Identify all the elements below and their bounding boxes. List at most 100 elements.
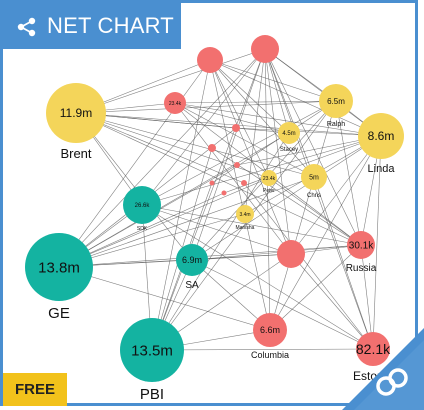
edge-ge-r1 — [58, 59, 211, 268]
edge-pbi-r1 — [151, 59, 211, 351]
share-icon — [17, 17, 36, 37]
node-circle-columbia[interactable] — [253, 313, 287, 347]
edge-sdk-estonia — [141, 204, 374, 350]
edge-estonia-russia — [360, 244, 374, 350]
node-circle-r2[interactable] — [251, 35, 279, 63]
node-value-estonia: 82.1k — [356, 341, 391, 357]
node-value-ralph: 6.5m — [327, 97, 345, 106]
edge-ge-russia — [58, 244, 362, 268]
node-circle-r8[interactable] — [209, 180, 215, 186]
node-circle-russia[interactable] — [347, 231, 375, 259]
edge-brent-sa — [75, 112, 193, 261]
node-r9[interactable] — [221, 190, 227, 196]
node-circle-sdk[interactable] — [123, 186, 161, 224]
node-label-stacey: Stacey — [280, 147, 298, 153]
node-label-pbi: PBI — [140, 386, 164, 403]
edge-columbia-russia — [269, 244, 362, 331]
node-value-stacey: 4.5m — [282, 131, 295, 137]
node-label-russia: Russia — [346, 263, 377, 274]
edge-sa-r2 — [191, 48, 266, 261]
node-circle-r1[interactable] — [197, 47, 223, 73]
node-label-peter: Peter — [263, 188, 275, 194]
node-circle-peter[interactable] — [261, 170, 277, 186]
edge-sdk-linda — [141, 135, 382, 206]
node-circle-r4[interactable] — [232, 124, 240, 132]
node-r4[interactable] — [232, 124, 240, 132]
edge-sdk-russia — [141, 204, 362, 246]
edge-pbi-estonia — [151, 348, 374, 351]
node-value-pbi: 13.5m — [131, 342, 173, 359]
edge-r9-linda — [223, 135, 382, 194]
node-circle-n23[interactable] — [164, 92, 186, 114]
node-value-sdk: 26.6k — [135, 203, 151, 209]
edge-r8-ralph — [211, 100, 337, 184]
node-circle-linda[interactable] — [358, 113, 404, 159]
node-r8[interactable] — [209, 180, 215, 186]
edge-brent-peter — [75, 112, 270, 179]
node-label-brent: Brent — [60, 146, 91, 161]
edge-r6-linda — [236, 135, 382, 166]
edge-linda-r3 — [290, 135, 382, 255]
edge-brent-r2 — [75, 48, 266, 114]
node-r6[interactable] — [234, 162, 240, 168]
node-circle-r5[interactable] — [208, 144, 216, 152]
node-value-chris: 5m — [309, 174, 319, 181]
node-circle-estonia[interactable] — [356, 332, 390, 366]
edge-sa-linda — [191, 135, 382, 261]
edge-stacey-r1 — [209, 59, 290, 134]
edge-peter-r1 — [209, 59, 270, 179]
node-circle-brent[interactable] — [46, 83, 106, 143]
edge-sa-estonia — [191, 259, 374, 350]
edge-estonia-r3 — [290, 253, 374, 350]
edge-columbia-ralph — [269, 100, 337, 331]
node-circle-pbi[interactable] — [120, 318, 184, 382]
node-value-russia: 30.1k — [349, 241, 374, 252]
node-label-ge: GE — [48, 305, 70, 322]
edge-ralph-r1 — [209, 59, 337, 102]
edge-estonia-r2 — [264, 48, 374, 350]
edge-ge-chris — [58, 176, 315, 268]
edge-columbia-linda — [269, 135, 382, 331]
free-badge: FREE — [3, 373, 67, 406]
edge-sa-russia — [191, 244, 362, 261]
node-r2[interactable] — [251, 35, 279, 63]
node-circle-r7[interactable] — [241, 180, 247, 186]
node-r5[interactable] — [208, 144, 216, 152]
node-value-sa: 6.9m — [182, 255, 202, 265]
node-circle-ralph[interactable] — [319, 84, 353, 118]
node-r7[interactable] — [241, 180, 247, 186]
edge-russia-ralph — [335, 100, 362, 246]
node-circle-r9[interactable] — [221, 190, 227, 196]
node-n23[interactable]: 23.4k — [164, 92, 186, 114]
node-value-n23: 23.4k — [169, 101, 182, 107]
edge-r2-r3 — [264, 48, 292, 255]
edge-r1-r3 — [209, 59, 292, 255]
node-circle-stacey[interactable] — [278, 122, 300, 144]
node-circle-r6[interactable] — [234, 162, 240, 168]
node-label-sdk: SDK — [137, 226, 148, 232]
node-circle-ge[interactable] — [25, 233, 93, 301]
node-value-ge: 13.8m — [38, 259, 80, 276]
node-circle-manisha[interactable] — [236, 205, 254, 223]
node-r3[interactable] — [277, 240, 305, 268]
node-circle-chris[interactable] — [301, 164, 327, 190]
edge-pbi-ralph — [151, 100, 337, 351]
node-r1[interactable] — [197, 47, 223, 73]
node-circle-sa[interactable] — [176, 244, 208, 276]
edge-r7-estonia — [243, 182, 374, 350]
node-circle-r3[interactable] — [277, 240, 305, 268]
